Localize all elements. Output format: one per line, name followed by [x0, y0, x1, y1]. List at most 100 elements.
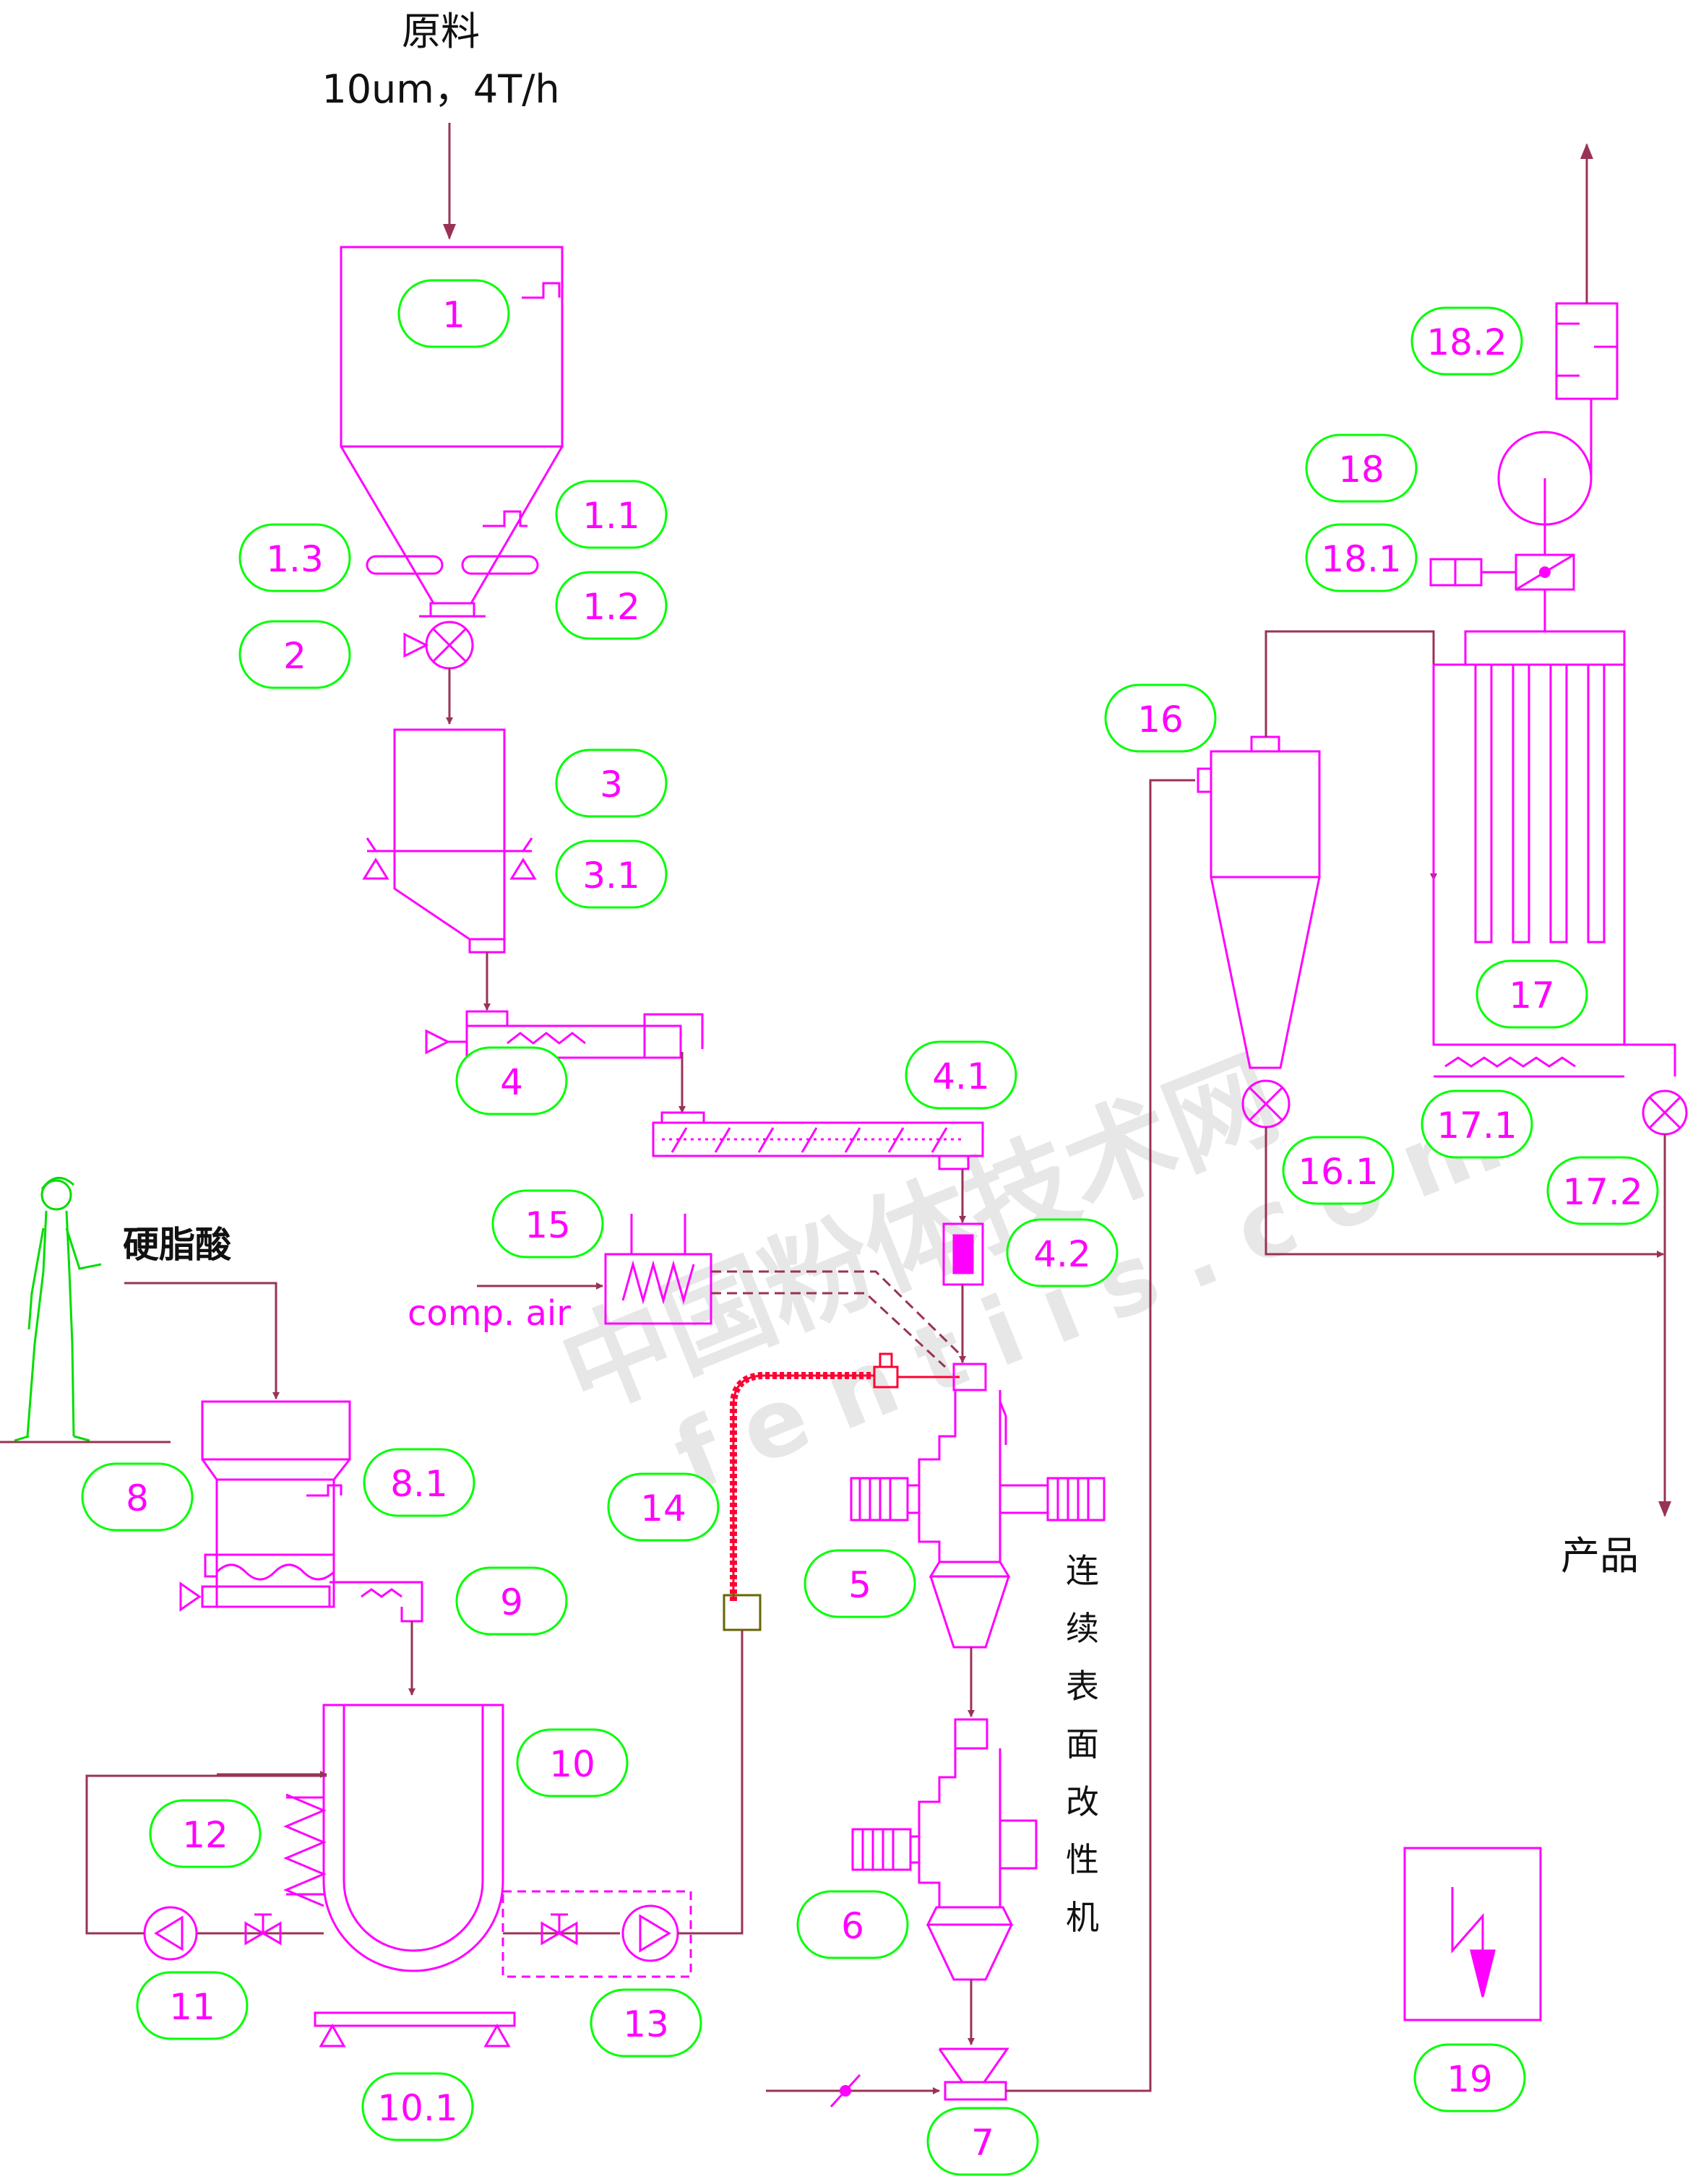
equipment-tag-bubble: [1305, 523, 1418, 592]
equipment-tag: 11: [136, 1971, 249, 2040]
machine-label-char: 连: [1066, 1551, 1099, 1590]
equipment-tag-label: 16.1: [1298, 1151, 1378, 1193]
equipment-tag-label: 4.1: [932, 1056, 990, 1097]
equipment-tag-bubble: [1413, 2043, 1526, 2112]
equipment-tag: 2: [238, 620, 351, 689]
equipment-tag-label: 1.1: [582, 495, 640, 537]
equipment-tag: 19: [1413, 2043, 1526, 2112]
equipment-tag-label: 1: [442, 294, 465, 336]
equipment-tag-label: 5: [848, 1564, 871, 1606]
equipment-tag: 1.2: [555, 571, 668, 640]
equipment-tag: 10.1: [361, 2072, 474, 2141]
machine-label-char: 表: [1066, 1667, 1099, 1706]
equipment-tag-bubble: [455, 1046, 568, 1115]
metering-device-4-2: [942, 1222, 984, 1363]
equipment-tag-label: 2: [283, 635, 306, 677]
equipment-tag-label: 18.1: [1321, 538, 1401, 580]
acid-hopper-8: [179, 1400, 423, 1696]
stearic-acid-label: 硬脂酸: [123, 1224, 232, 1266]
equipment-tag-label: 1.2: [582, 586, 640, 628]
equipment-tag-bubble: [1546, 1156, 1659, 1225]
feed-spec-label: 10um，4T/h: [322, 66, 559, 112]
equipment-tag-bubble: [555, 748, 668, 818]
equipment-tag-label: 4.2: [1033, 1233, 1091, 1275]
equipment-tag-bubble: [1475, 959, 1588, 1029]
equipment-tag-label: 19: [1447, 2058, 1493, 2100]
equipment-tag: 13: [590, 1988, 702, 2058]
equipment-tag-label: 6: [841, 1905, 864, 1947]
equipment-tag-bubble: [1305, 433, 1418, 503]
equipment-tag-bubble: [590, 1988, 702, 2058]
equipment-tag: 17.2: [1546, 1156, 1659, 1225]
machine-label-char: 机: [1066, 1898, 1099, 1937]
equipment-tag-bubble: [363, 1448, 475, 1517]
screw-conveyor-4-1: [652, 1111, 984, 1223]
equipment-tag-label: 10: [549, 1743, 595, 1785]
rotary-valve-2: [403, 621, 474, 725]
equipment-tag: 8: [81, 1462, 194, 1532]
compressed-air-label: comp. air: [408, 1293, 571, 1334]
equipment-tag-label: 4: [500, 1061, 523, 1103]
equipment-tag: 12: [149, 1799, 262, 1868]
equipment-tag-label: 8: [126, 1477, 149, 1519]
operator-figure: [0, 1177, 171, 1443]
equipment-tag: 10: [516, 1728, 629, 1797]
equipment-tag-label: 12: [182, 1814, 228, 1856]
machine-label-char: 改: [1066, 1782, 1099, 1821]
continuous-modifier-label: 连 续 表 面 改 性 机: [1066, 1551, 1099, 1937]
equipment-tag-label: 17: [1509, 975, 1555, 1017]
air-heater-15: comp. air: [408, 1214, 962, 1368]
raw-material-label: 原料: [402, 9, 480, 54]
equipment-tag-bubble: [607, 1472, 720, 1542]
surface-modifier-6: [851, 1718, 1038, 2045]
equipment-tag: 1.1: [555, 480, 668, 549]
equipment-tag: 17.1: [1421, 1089, 1533, 1159]
equipment-tag: 16.1: [1282, 1136, 1395, 1205]
silo-1: [340, 246, 564, 618]
equipment-tag-label: 7: [971, 2122, 994, 2164]
bag-filter-17: 产品: [1432, 630, 1688, 1579]
equipment-tag-bubble: [555, 839, 668, 909]
equipment-tag-bubble: [1421, 1089, 1533, 1159]
equipment-tag-bubble: [491, 1189, 604, 1259]
equipment-tag: 15: [491, 1189, 604, 1259]
equipment-tag-label: 15: [525, 1204, 571, 1246]
equipment-tag-bubble: [455, 1566, 568, 1636]
equipment-tag: 3: [555, 748, 668, 818]
exhaust-fan-18: [1429, 143, 1619, 631]
equipment-tag-label: 9: [500, 1581, 523, 1623]
equipment-tag-bubble: [238, 523, 351, 592]
equipment-tag-label: 18: [1338, 449, 1384, 491]
equipment-tag-bubble: [905, 1040, 1017, 1110]
equipment-tag-bubble: [1410, 306, 1523, 376]
product-label: 产品: [1561, 1533, 1639, 1579]
surface-modifier-5: [850, 1363, 1106, 1717]
equipment-tag: 9: [455, 1566, 568, 1636]
equipment-tag-bubble: [1006, 1218, 1119, 1287]
equipment-tag-bubble: [1282, 1136, 1395, 1205]
equipment-tag: 1: [397, 279, 510, 348]
equipment-tag: 18.1: [1305, 523, 1418, 592]
power-panel-19: [1403, 1847, 1542, 2021]
equipment-tag: 17: [1475, 959, 1588, 1029]
machine-label-char: 面: [1066, 1725, 1099, 1764]
equipment-tag: 18.2: [1410, 306, 1523, 376]
equipment-tag-bubble: [361, 2072, 474, 2141]
melting-tank-10: [283, 1704, 516, 2047]
equipment-tag: 8.1: [363, 1448, 475, 1517]
screw-feeder-4: [425, 1010, 704, 1113]
equipment-tag-bubble: [81, 1462, 194, 1532]
equipment-tag: 3.1: [555, 839, 668, 909]
equipment-tag-label: 10.1: [377, 2087, 457, 2129]
equipment-tag-bubble: [238, 620, 351, 689]
equipment-tag-bubble: [149, 1799, 262, 1868]
equipment-tag-label: 17.1: [1436, 1105, 1517, 1147]
equipment-tag: 4.1: [905, 1040, 1017, 1110]
equipment-tag-bubble: [136, 1971, 249, 2040]
equipment-tag-label: 18.2: [1426, 321, 1507, 363]
buffer-hopper-3: [362, 728, 537, 1011]
circulation-pump-11: [85, 1771, 327, 1961]
venturi-feeder-7: [766, 779, 1195, 2108]
equipment-tag: 14: [607, 1472, 720, 1542]
